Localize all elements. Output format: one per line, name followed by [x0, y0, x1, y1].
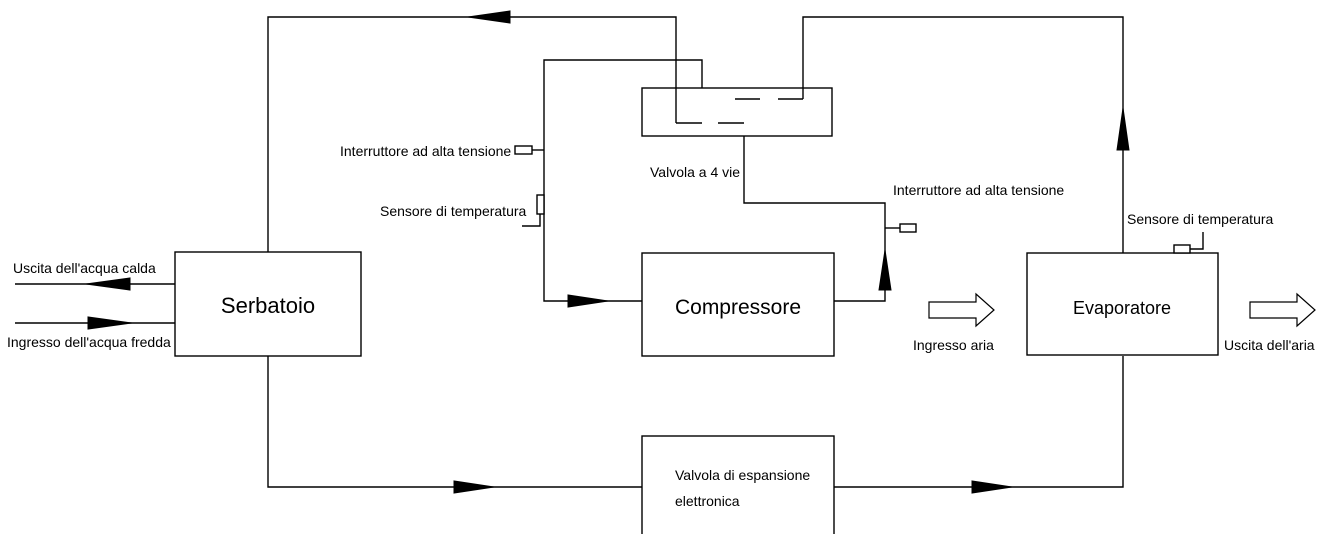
compressor-label: Compressore: [675, 296, 801, 319]
hot-water-arrow: [85, 277, 131, 291]
air-in-arrow: [928, 292, 995, 328]
flow-arrow-top: [467, 10, 511, 24]
flow-arrow-discharge: [878, 249, 892, 291]
temp-sensor-left-label: Sensore di temperatura: [380, 203, 527, 219]
four-way-valve-box: [641, 87, 833, 137]
expansion-valve-label-2: elettronica: [675, 493, 740, 509]
evaporator-label: Evaporatore: [1073, 298, 1171, 318]
high-voltage-switch-left-label: Interruttore ad alta tensione: [340, 143, 511, 159]
air-in-label: Ingresso aria: [913, 337, 994, 353]
pipe-bottom-right: [834, 356, 1124, 488]
cold-water-in-label: Ingresso dell'acqua fredda: [7, 334, 171, 350]
temp-sensor-left-lead: [522, 214, 541, 227]
pipe-bottom-left: [267, 356, 642, 488]
flow-arrow-bottom-right: [971, 480, 1013, 494]
expansion-valve-box: [641, 435, 835, 534]
air-out-label: Uscita dell'aria: [1224, 337, 1315, 353]
air-out-arrow: [1249, 292, 1316, 328]
temp-sensor-right-symbol: [1173, 244, 1191, 254]
evaporator-box: [1026, 252, 1219, 356]
expansion-valve-label-1: Valvola di espansione: [675, 467, 810, 483]
high-voltage-switch-right-label: Interruttore ad alta tensione: [893, 182, 1064, 198]
cold-water-arrow: [87, 316, 133, 330]
flow-arrow-evap-up: [1116, 107, 1130, 151]
compressor-box: [641, 252, 835, 357]
tank-box: [174, 251, 362, 357]
four-way-valve-label: Valvola a 4 vie: [650, 164, 740, 180]
flow-arrow-bottom-left: [453, 480, 495, 494]
temp-sensor-right-lead: [1190, 232, 1204, 250]
high-voltage-switch-left-symbol: [514, 145, 533, 155]
high-voltage-switch-right-symbol: [899, 223, 917, 233]
hot-water-out-label: Uscita dell'acqua calda: [13, 260, 156, 276]
pipe-discharge: [834, 255, 886, 302]
temp-sensor-right-label: Sensore di temperatura: [1127, 211, 1274, 227]
temp-sensor-left-symbol: [536, 194, 545, 215]
tank-label: Serbatoio: [221, 293, 315, 318]
flow-arrow-suction: [567, 294, 609, 308]
pipe-valve-to-switch: [743, 123, 886, 255]
